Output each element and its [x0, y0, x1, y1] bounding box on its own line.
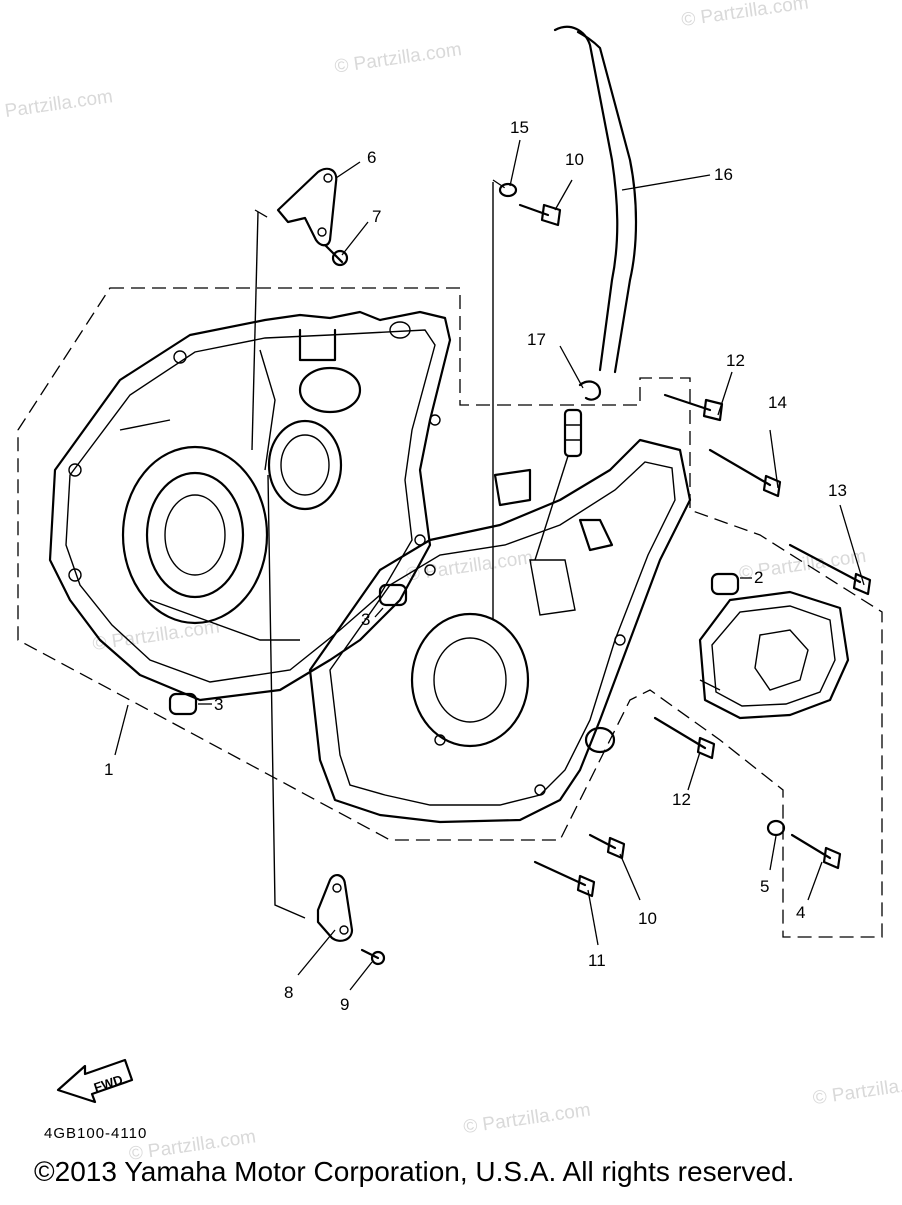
callout-3: 3 — [361, 610, 370, 629]
watermark: © Partzilla.com — [405, 547, 535, 586]
diagram-code: 4GB100-4110 — [44, 1125, 147, 1142]
callout-10: 10 — [638, 909, 657, 928]
callout-10: 10 — [565, 150, 584, 169]
breather-hose — [553, 25, 638, 374]
plate-6 — [276, 167, 338, 247]
callout-3: 3 — [214, 695, 223, 714]
callout-13: 13 — [828, 481, 847, 500]
fasteners — [168, 182, 872, 966]
left-crankcase — [48, 310, 452, 702]
callout-1: 1 — [104, 760, 113, 779]
callout-15: 15 — [510, 118, 529, 137]
side-cover — [698, 590, 850, 720]
callout-5: 5 — [760, 877, 769, 896]
callout-6: 6 — [367, 148, 376, 167]
leader-lines — [114, 139, 865, 991]
hose-clip — [534, 380, 602, 561]
callout-numbers: 1 2 3 3 4 5 6 7 8 9 10 10 11 12 12 13 14… — [104, 118, 847, 1014]
watermark: © Partzilla.com — [680, 0, 810, 31]
callout-7: 7 — [372, 207, 381, 226]
callout-11: 11 — [588, 951, 606, 970]
callout-17: 17 — [527, 330, 546, 349]
callout-9: 9 — [340, 995, 349, 1014]
watermark: © Partzilla.com — [811, 1071, 902, 1110]
callout-16: 16 — [714, 165, 733, 184]
watermark: © Partzilla.com — [0, 86, 114, 125]
fwd-arrow-icon: FWD — [56, 1058, 134, 1104]
callout-4: 4 — [796, 903, 805, 922]
callout-12: 12 — [672, 790, 691, 809]
copyright-notice: ©2013 Yamaha Motor Corporation, U.S.A. A… — [34, 1156, 795, 1187]
right-crankcase — [308, 438, 692, 824]
callout-12: 12 — [726, 351, 745, 370]
watermark: © Partzilla.com — [462, 1100, 592, 1139]
callout-2: 2 — [754, 568, 763, 587]
callout-8: 8 — [284, 983, 293, 1002]
watermark: © Partzilla.com — [333, 39, 463, 78]
plate-8 — [316, 874, 354, 942]
callout-14: 14 — [768, 393, 787, 412]
